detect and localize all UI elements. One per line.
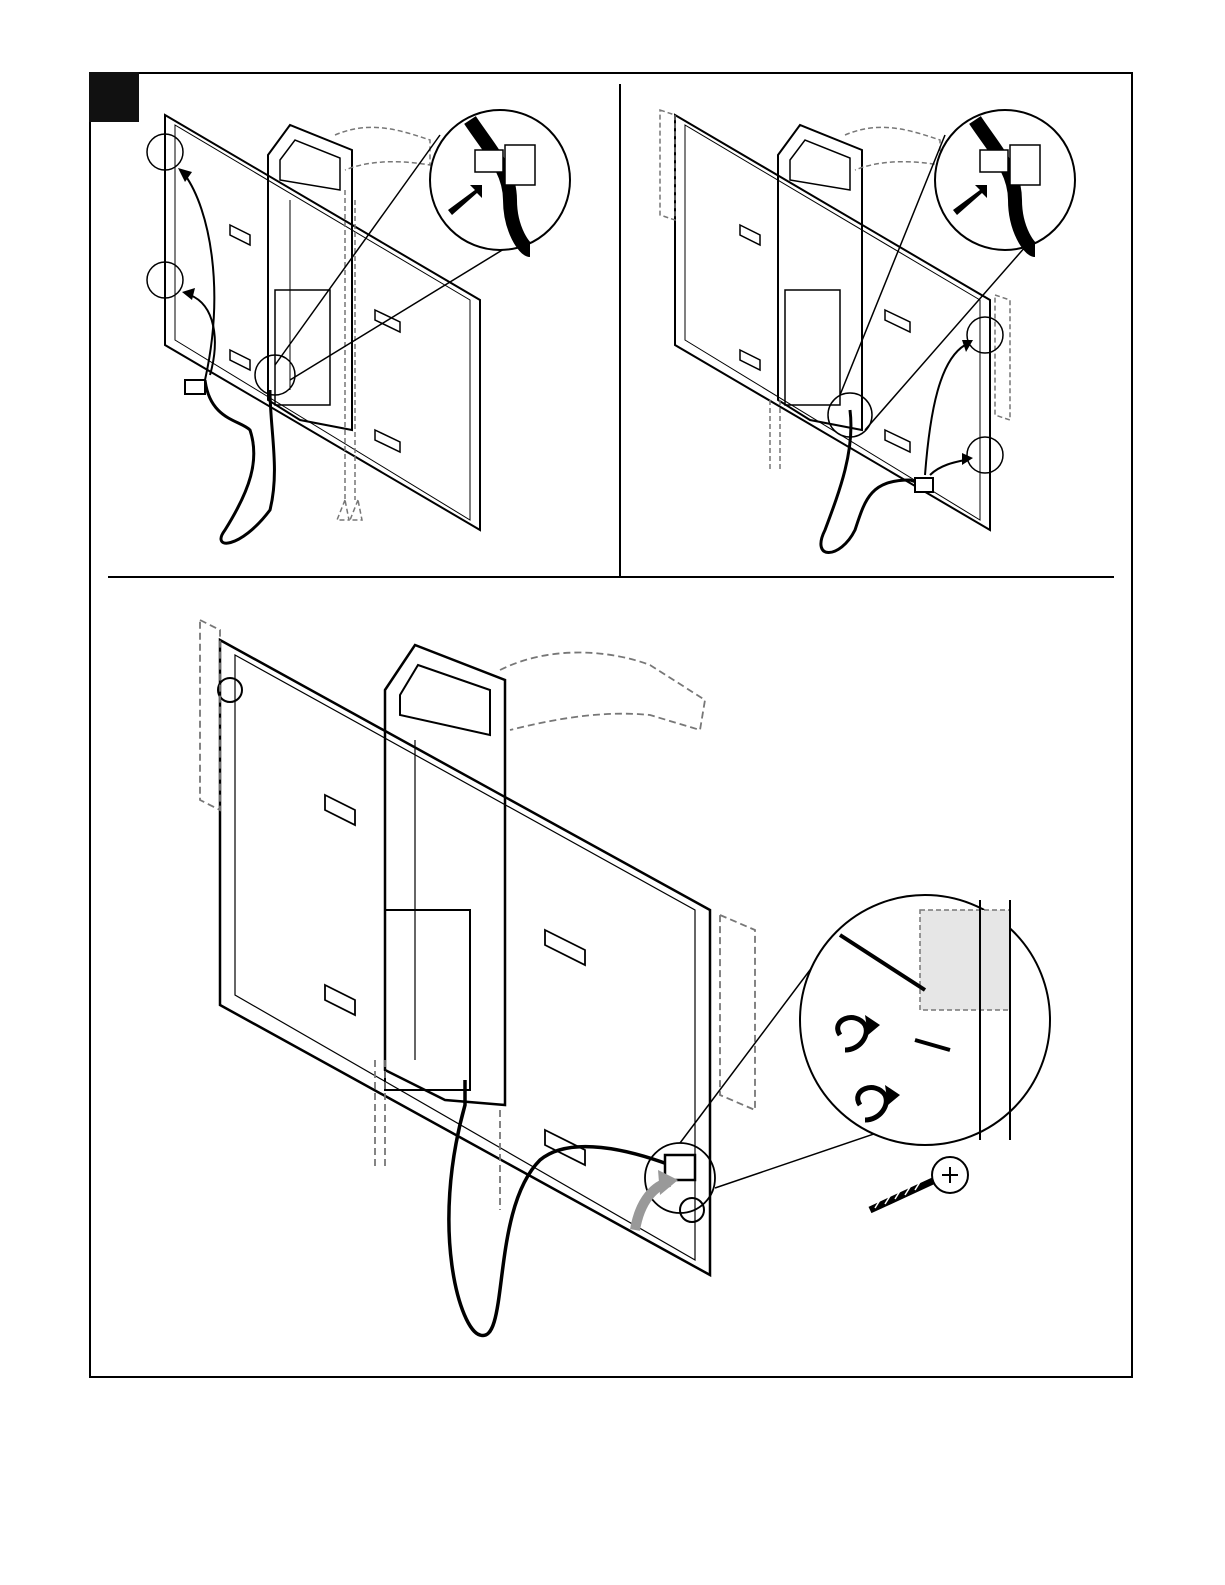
whiteboard-frame: [220, 640, 710, 1275]
screw-mount-callout: [800, 895, 1050, 1145]
cable: [821, 410, 925, 553]
cable: [205, 380, 274, 543]
tower-electronics-box: [275, 290, 330, 405]
arrow-lower: [930, 460, 965, 475]
panel-top-left-illustration: [130, 90, 610, 570]
target-circle-upper: [967, 317, 1003, 353]
projector-tower: [385, 645, 505, 1105]
tower-electronics-box: [785, 290, 840, 405]
dashed-outlines: [200, 620, 755, 1210]
panel-divider-horizontal: [108, 576, 1114, 578]
cable-connector: [185, 380, 205, 394]
panel-bottom-illustration: [180, 610, 1080, 1360]
tower-electronics-box: [385, 910, 470, 1090]
cable-clip-callout: [935, 110, 1075, 250]
cable-connector: [915, 478, 933, 492]
target-circle-lower: [967, 437, 1003, 473]
cable-clip-callout: [430, 110, 570, 250]
arrow-upper: [925, 345, 965, 475]
panel-top-right-illustration: [640, 90, 1120, 570]
screw-icon: [870, 1157, 968, 1210]
panel-divider-vertical: [619, 84, 621, 578]
